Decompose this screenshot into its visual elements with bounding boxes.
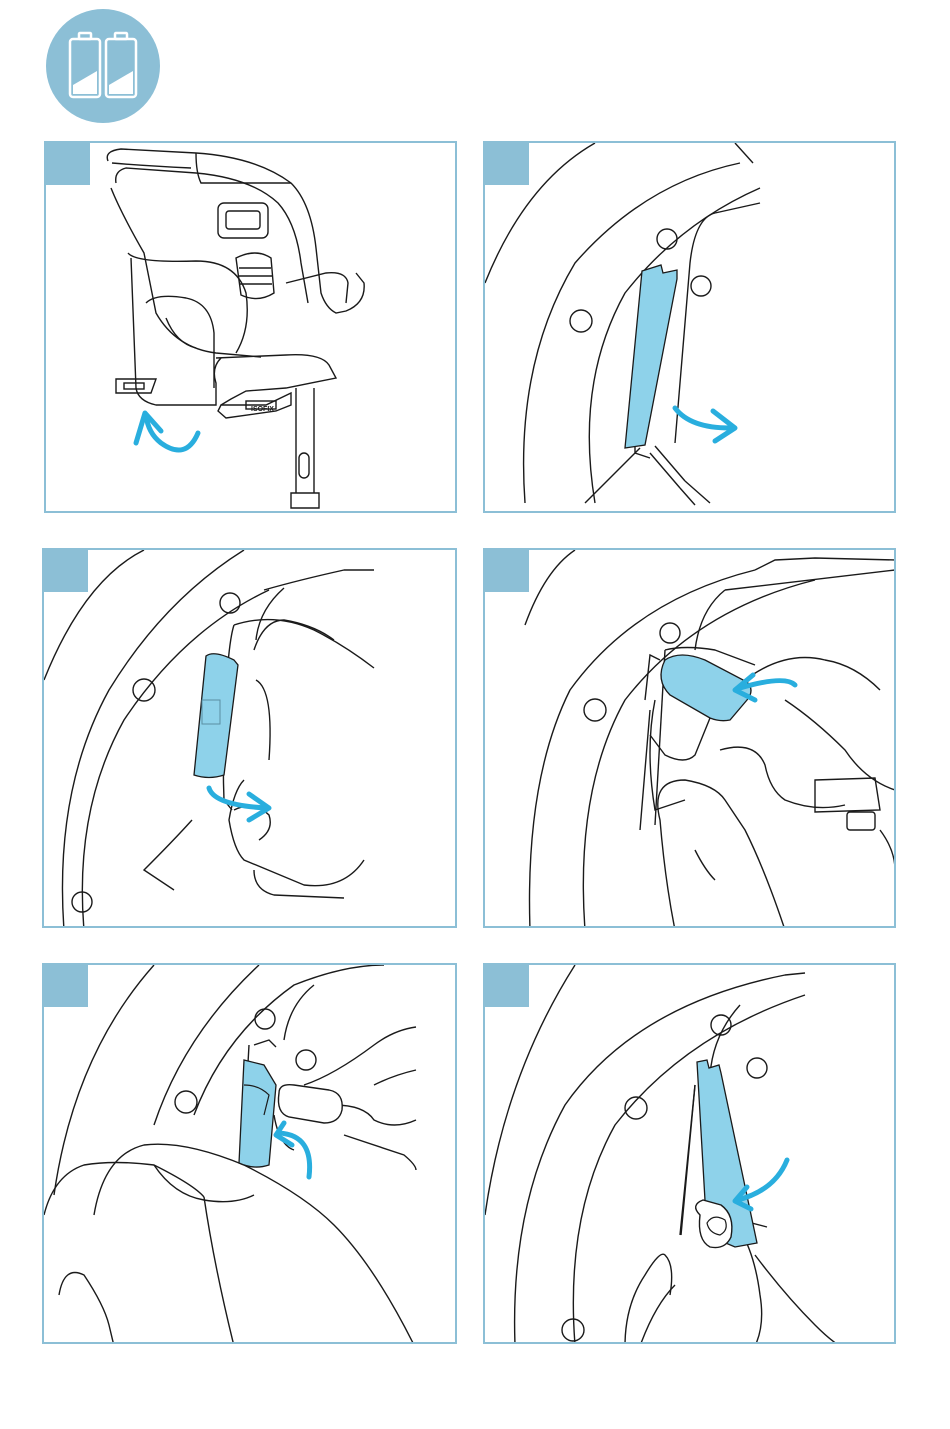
insert-arrow-icon: [735, 675, 795, 700]
press-batteries-illustration: [44, 965, 457, 1344]
step-number: [485, 965, 529, 1007]
battery-cover-illustration: [485, 143, 896, 513]
step-6-panel: [483, 963, 896, 1344]
step-5-tab: [44, 965, 88, 1007]
remove-cover-illustration: [44, 550, 457, 928]
pull-arrow-icon: [675, 408, 735, 441]
pull-arrow-icon: [209, 788, 269, 820]
step-4-panel: [483, 548, 896, 928]
insert-batteries-illustration: [485, 550, 896, 928]
isofix-label: ISOFIX: [251, 406, 274, 413]
battery-pair-icon: [46, 9, 160, 123]
step-number: [44, 965, 88, 1007]
step-5-panel: [42, 963, 457, 1344]
step-2-panel: [483, 141, 896, 513]
step-3-panel: [42, 548, 457, 928]
step-number: [485, 143, 529, 185]
rotate-arrow-icon: [136, 413, 198, 450]
step-4-tab: [485, 550, 529, 592]
step-number: [46, 143, 90, 185]
step-number: [485, 550, 529, 592]
close-cover-illustration: [485, 965, 896, 1344]
step-number: [44, 550, 88, 592]
battery-badge: [46, 9, 160, 123]
step-1-panel: ISOFIX: [44, 141, 457, 513]
car-seat-illustration: ISOFIX: [46, 143, 457, 513]
step-2-tab: [485, 143, 529, 185]
step-1-tab: [46, 143, 90, 185]
step-6-tab: [485, 965, 529, 1007]
step-3-tab: [44, 550, 88, 592]
